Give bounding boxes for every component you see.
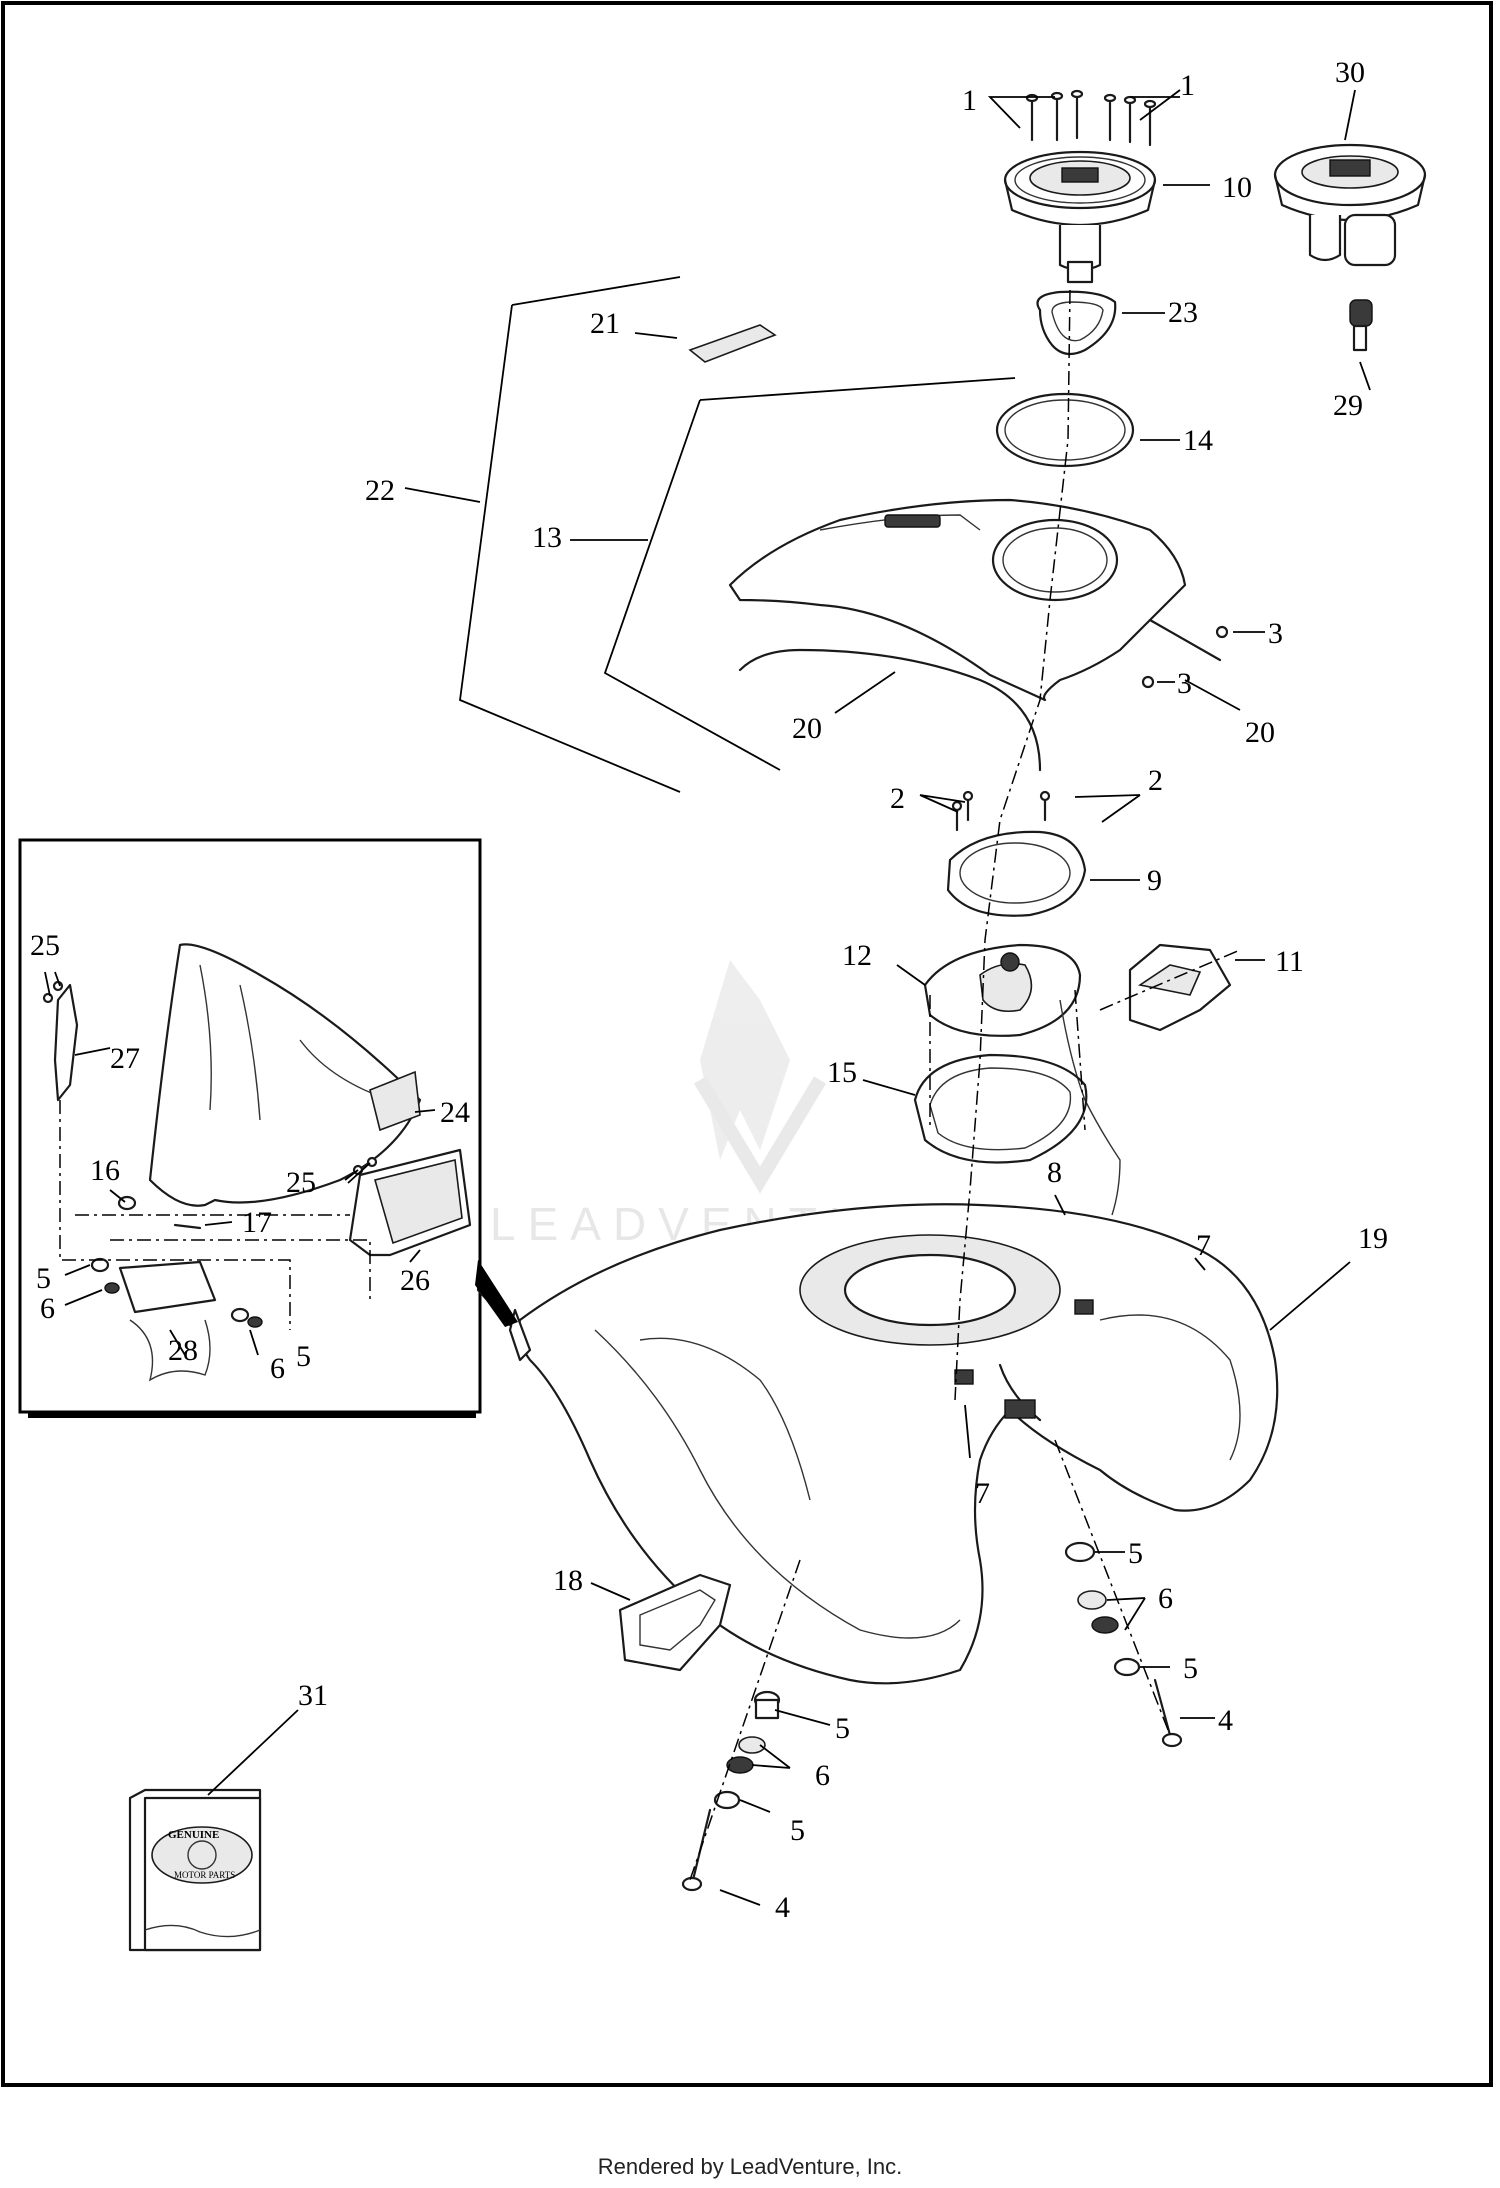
callout-30: 30	[1335, 56, 1365, 89]
callout-28: 28	[168, 1334, 198, 1367]
footer-credit: Rendered by LeadVenture, Inc.	[597, 2154, 903, 2179]
callout-23: 23	[1168, 296, 1198, 329]
tank-emblem	[618, 1573, 732, 1672]
callout-20: 20	[1245, 716, 1275, 749]
inset-panel	[18, 838, 518, 1418]
callout-26: 26	[400, 1264, 430, 1297]
callout-31: 31	[298, 1679, 328, 1712]
callout-2: 2	[1148, 764, 1163, 797]
callout-5: 5	[835, 1712, 850, 1745]
callout-15: 15	[827, 1056, 857, 1089]
callout-25: 25	[286, 1166, 316, 1199]
callout-19: 19	[1358, 1222, 1388, 1255]
callout-16: 16	[90, 1154, 120, 1187]
callout-3: 3	[1268, 617, 1283, 650]
mount-plate	[946, 830, 1087, 917]
callout-5: 5	[1183, 1652, 1198, 1685]
callout-7: 7	[1196, 1229, 1211, 1262]
callout-1: 1	[962, 84, 977, 117]
screw-3-lower	[1141, 675, 1155, 689]
callout-11: 11	[1275, 945, 1304, 978]
callout-5: 5	[1128, 1537, 1143, 1570]
callout-1: 1	[1180, 69, 1195, 102]
fuel-cap-assembly	[1003, 150, 1157, 284]
console	[728, 498, 1187, 702]
callout-4: 4	[775, 1891, 790, 1924]
callout-6: 6	[40, 1292, 55, 1325]
callout-6: 6	[1158, 1582, 1173, 1615]
callout-3: 3	[1177, 667, 1192, 700]
callout-22: 22	[365, 474, 395, 507]
callout-4: 4	[1218, 1704, 1233, 1737]
key	[1349, 299, 1373, 352]
callout-14: 14	[1183, 424, 1213, 457]
callout-13: 13	[532, 521, 562, 554]
box-badge-sub: MOTOR PARTS	[174, 1870, 235, 1880]
callout-27: 27	[110, 1042, 140, 1075]
console-ring	[995, 392, 1135, 468]
leader-lines	[44, 89, 1371, 1906]
console-trim-left	[738, 648, 1042, 772]
diagram-border	[1, 1, 1493, 2087]
callout-7: 7	[975, 1477, 990, 1510]
callouts: 1 1 2 2 3 3 4 4 5 5 5 5 5 5 6 6 6 6 7 7 …	[30, 56, 1388, 1924]
flange-gasket	[913, 1053, 1088, 1164]
fuel-tank	[508, 1203, 1279, 1685]
callout-24: 24	[440, 1096, 470, 1129]
console-trim-right	[1148, 618, 1222, 662]
cap-screws	[1025, 89, 1157, 147]
cap-gasket	[1036, 290, 1117, 356]
callout-5: 5	[790, 1814, 805, 1847]
callout-6: 6	[270, 1352, 285, 1385]
callout-2: 2	[890, 782, 905, 815]
screw-3-upper	[1215, 625, 1229, 639]
product-box: GENUINE MOTOR PARTS	[128, 1788, 262, 1952]
callout-5: 5	[296, 1340, 311, 1373]
pump-module	[1128, 943, 1232, 1032]
callout-5: 5	[36, 1262, 51, 1295]
fuel-pump-flange	[923, 943, 1121, 1216]
box-badge: GENUINE	[168, 1829, 219, 1841]
callout-17: 17	[242, 1206, 272, 1239]
callout-25: 25	[30, 929, 60, 962]
callout-21: 21	[590, 307, 620, 340]
callout-10: 10	[1222, 171, 1252, 204]
callout-6: 6	[815, 1759, 830, 1792]
assembly-axis	[954, 289, 1071, 1401]
alternate-fuel-cap	[1273, 143, 1427, 267]
callout-12: 12	[842, 939, 872, 972]
callout-20: 20	[792, 712, 822, 745]
mount-hardware-right	[1064, 1541, 1183, 1748]
callout-9: 9	[1147, 864, 1162, 897]
callout-8: 8	[1047, 1156, 1062, 1189]
console-emblem	[688, 324, 777, 363]
callout-18: 18	[553, 1564, 583, 1597]
callout-29: 29	[1333, 389, 1363, 422]
